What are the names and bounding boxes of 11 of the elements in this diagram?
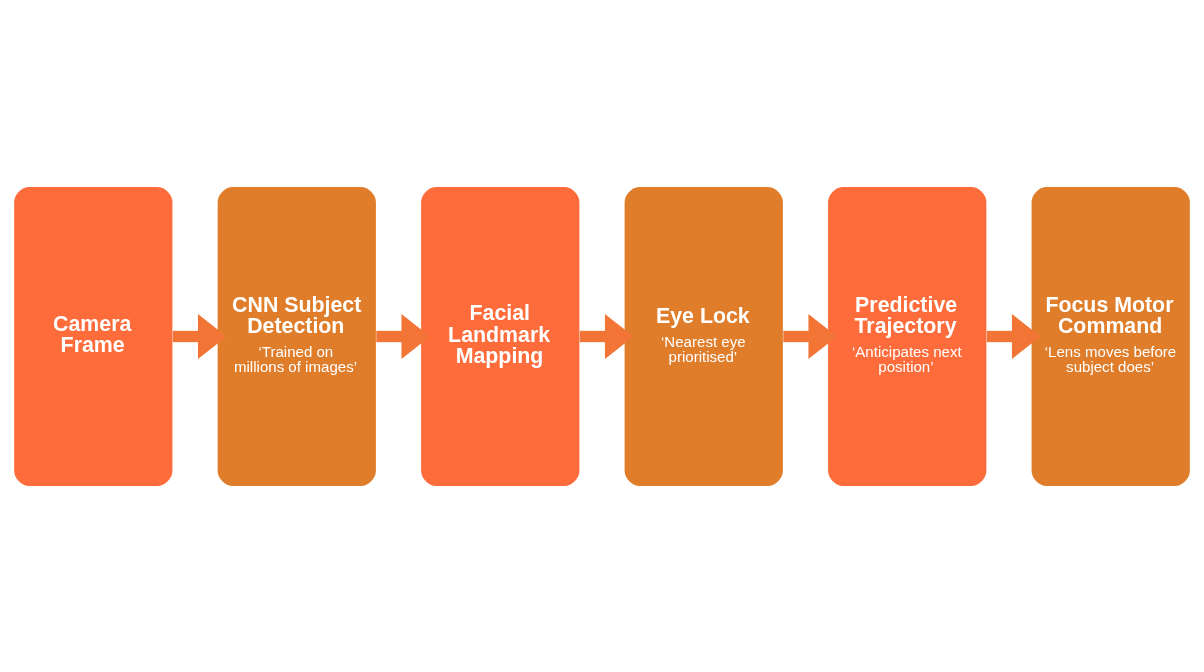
arrow bbox=[376, 313, 431, 359]
node-box: CNN Subject Detection ‘Trained on millions of images’ bbox=[217, 186, 376, 486]
node-box: Eye Lock ‘Nearest eye prioritised’ bbox=[624, 186, 783, 486]
node-box: Camera Frame bbox=[14, 186, 173, 486]
arrow bbox=[986, 313, 1041, 359]
arrow bbox=[579, 313, 634, 359]
node-box: Predictive Trajectory ‘Anticipates next position’ bbox=[828, 186, 987, 486]
node-box: Facial Landmark Mapping bbox=[421, 186, 580, 486]
arrow bbox=[783, 313, 838, 359]
arrow bbox=[172, 313, 227, 359]
node-box: Focus Motor Command ‘Lens moves before subject does’ bbox=[1031, 186, 1190, 486]
